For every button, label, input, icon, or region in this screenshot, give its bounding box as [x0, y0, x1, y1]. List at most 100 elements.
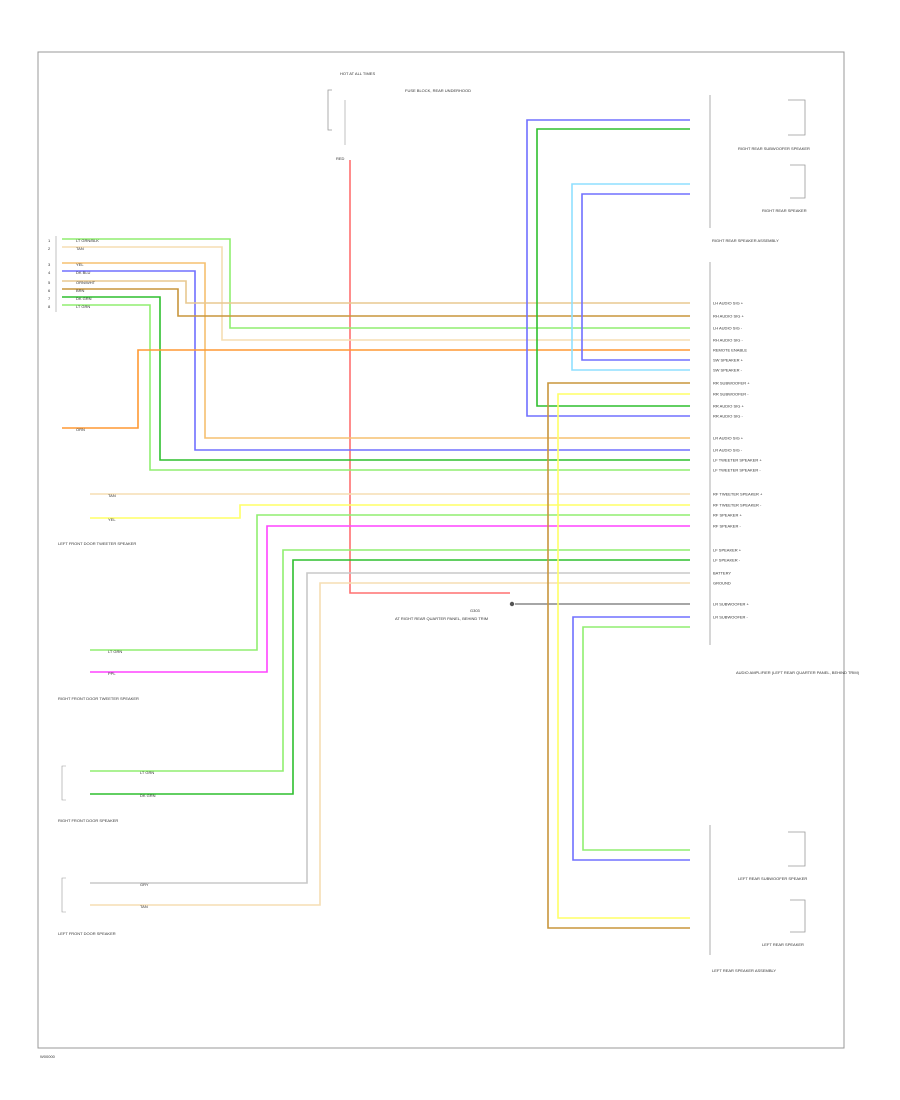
wire-rr-spk-neg [581, 193, 690, 361]
wire-rf-speaker-pos [90, 549, 690, 772]
left-rear-speaker-assembly: LEFT REAR SUBWOOFER SPEAKER LEFT REAR SP… [709, 825, 807, 973]
diagram-frame [37, 51, 845, 1049]
wire-lr-spk-neg [547, 382, 690, 929]
right-rear-speaker-assembly: RIGHT REAR SUBWOOFER SPEAKER RIGHT REAR … [709, 95, 810, 243]
fuse-block-label: FUSE BLOCK, REAR UNDERHOOD [405, 88, 471, 93]
radio-connector: 1 2 3 4 5 6 7 8 LT GRN/BLK TAN YEL DK BL… [48, 236, 99, 432]
rr-speaker-assembly-label: RIGHT REAR SPEAKER ASSEMBLY [712, 238, 779, 243]
amp-pin-label: LH AUDIO SIG - [713, 326, 743, 331]
rr-speaker-label: RIGHT REAR SPEAKER [762, 208, 807, 213]
svg-text:YEL: YEL [108, 517, 116, 522]
amp-pin-label: RR AUDIO SIG - [713, 414, 743, 419]
amp-pin-label: RH AUDIO SIG - [713, 338, 743, 343]
svg-text:YEL: YEL [76, 262, 84, 267]
wire-red-battery [349, 160, 510, 594]
footer-code: W00000 [40, 1054, 56, 1059]
amp-pin-label: RF SPEAKER - [713, 524, 741, 529]
amp-pin-label: LR SUBWOOFER - [713, 615, 749, 620]
fuse-block: HOT AT ALL TIMES FUSE BLOCK, REAR UNDERH… [327, 71, 471, 161]
rf-door-speaker-label: RIGHT FRONT DOOR SPEAKER [58, 818, 118, 823]
svg-text:GRY: GRY [140, 882, 149, 887]
svg-text:2: 2 [48, 246, 51, 251]
amp-pin-label: LF SPEAKER + [713, 548, 742, 553]
wire-radio-4 [62, 270, 690, 451]
wire-radio-5 [62, 280, 690, 304]
amp-pin-label: LR SUBWOOFER + [713, 602, 750, 607]
amp-pin-label: RR SUBWOOFER - [713, 392, 749, 397]
svg-text:DK GRN: DK GRN [140, 793, 156, 798]
amp-pin-label: SW SPEAKER - [713, 368, 743, 373]
wire-orange-remote [62, 349, 690, 429]
svg-text:TAN: TAN [76, 246, 84, 251]
wire-lf-speaker-pos [90, 572, 690, 884]
wire-rf-tweeter-pos [90, 514, 690, 651]
amp-ground-desc: AT RIGHT REAR QUARTER PANEL, BEHIND TRIM [395, 616, 488, 621]
svg-text:LT GRN: LT GRN [140, 770, 154, 775]
hot-at-all-times-label: HOT AT ALL TIMES [340, 71, 375, 76]
amp-pin-label: RF TWEETER SPEAKER - [713, 503, 762, 508]
wire-radio-1 [62, 238, 690, 329]
amp-pin-label: RF TWEETER SPEAKER + [713, 492, 763, 497]
amp-pin-label: GROUND [713, 581, 731, 586]
svg-text:ORN: ORN [76, 427, 85, 432]
svg-text:4: 4 [48, 270, 51, 275]
left-components: TAN YEL LEFT FRONT DOOR TWEETER SPEAKER … [58, 493, 156, 936]
rr-subwoofer-label: RIGHT REAR SUBWOOFER SPEAKER [738, 146, 810, 151]
amp-pin-label: RR AUDIO SIG + [713, 404, 744, 409]
svg-text:TAN: TAN [108, 493, 116, 498]
svg-text:LT GRN: LT GRN [76, 304, 90, 309]
red-wire-label: RED [336, 156, 345, 161]
wire-rf-speaker-neg [90, 559, 690, 795]
wire-lr-sub-neg [572, 616, 690, 861]
wire-radio-2 [62, 246, 690, 341]
svg-text:ORN/WHT: ORN/WHT [76, 280, 96, 285]
svg-text:3: 3 [48, 262, 51, 267]
audio-amplifier: AUDIO AMPLIFIER (LEFT REAR QUARTER PANEL… [709, 262, 860, 675]
wire-rr-sub-pos [526, 119, 690, 417]
amp-pin-label: LR AUDIO SIG + [713, 436, 744, 441]
ground-point [509, 601, 515, 607]
amp-pin-label: RH AUDIO SIG + [713, 314, 744, 319]
svg-text:7: 7 [48, 296, 51, 301]
svg-text:BRN: BRN [76, 288, 85, 293]
amp-pin-label: LR AUDIO SIG - [713, 448, 743, 453]
wire-lr-spk-pos [557, 393, 690, 919]
svg-text:5: 5 [48, 280, 51, 285]
wire-lf-tweeter-neg [90, 504, 690, 519]
svg-text:DK GRN: DK GRN [76, 296, 92, 301]
wire-rr-spk-pos [571, 183, 690, 371]
amp-pin-label: LH AUDIO SIG + [713, 301, 744, 306]
svg-text:TAN: TAN [140, 904, 148, 909]
svg-text:1: 1 [48, 238, 51, 243]
amp-pin-label: RF SPEAKER + [713, 513, 742, 518]
svg-text:8: 8 [48, 304, 51, 309]
rf-tweeter-label: RIGHT FRONT DOOR TWEETER SPEAKER [58, 696, 139, 701]
wire-bundle [62, 119, 690, 929]
amp-ground-label: G303 [470, 608, 481, 613]
amp-pin-label: LF TWEETER SPEAKER + [713, 458, 762, 463]
lr-subwoofer-label: LEFT REAR SUBWOOFER SPEAKER [738, 876, 807, 881]
lr-speaker-assembly-label: LEFT REAR SPEAKER ASSEMBLY [712, 968, 776, 973]
wire-radio-6 [62, 288, 690, 317]
svg-text:DK BLU: DK BLU [76, 270, 91, 275]
wire-radio-8 [62, 304, 690, 471]
audio-amplifier-label: AUDIO AMPLIFIER (LEFT REAR QUARTER PANEL… [736, 670, 860, 675]
lf-tweeter-label: LEFT FRONT DOOR TWEETER SPEAKER [58, 541, 136, 546]
amp-pin-label: LF TWEETER SPEAKER - [713, 468, 761, 473]
amp-pin-labels: LH AUDIO SIG + RH AUDIO SIG + LH AUDIO SIG… [713, 301, 763, 620]
lf-door-speaker-label: LEFT FRONT DOOR SPEAKER [58, 931, 116, 936]
amp-pin-label: LF SPEAKER - [713, 558, 741, 563]
svg-text:PPL: PPL [108, 671, 116, 676]
amp-pin-label: REMOTE ENABLE [713, 348, 747, 353]
lr-speaker-label: LEFT REAR SPEAKER [762, 942, 804, 947]
svg-text:LT GRN: LT GRN [108, 649, 122, 654]
svg-text:LT GRN/BLK: LT GRN/BLK [76, 238, 99, 243]
wire-lr-sub-pos [582, 626, 690, 851]
amp-pin-label: BATTERY [713, 571, 731, 576]
svg-text:6: 6 [48, 288, 51, 293]
wire-rr-sub-neg [536, 128, 690, 407]
amp-pin-label: SW SPEAKER + [713, 358, 744, 363]
wire-radio-7 [62, 296, 690, 461]
